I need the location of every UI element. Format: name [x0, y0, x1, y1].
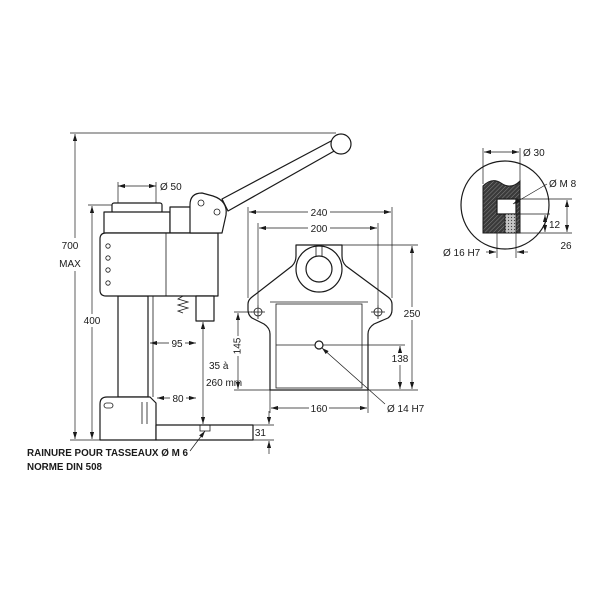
note-block: RAINURE POUR TASSEAUX Ø M 6 NORME DIN 50… [27, 430, 206, 473]
bore-extension-lines [496, 233, 517, 258]
dim-31-value: 31 [255, 428, 267, 439]
press-side-view: 700 MAX 400 Ø 50 95 80 35 à 260 mm 31 [59, 132, 352, 454]
dim-95-label-backdrop [169, 336, 185, 349]
toggle-pivot [213, 208, 221, 216]
return-spring [176, 295, 190, 314]
height-value: 400 [84, 316, 101, 327]
stroke-value-line2: 260 mm [206, 378, 242, 389]
table-face [275, 303, 363, 389]
toggle-link-plate [189, 192, 227, 234]
center-bore [314, 340, 324, 350]
dim-160-extension-lines [269, 390, 369, 413]
dim-250-label-backdrop [402, 307, 423, 320]
dim-138-label-backdrop [390, 353, 411, 365]
dim-12-value: 12 [549, 220, 561, 231]
dim-31-extension-lines [253, 424, 274, 441]
height-label-backdrop [82, 314, 102, 327]
slot-detail-view: Ø 30 Ø M 8 12 26 Ø 16 H7 [443, 148, 577, 259]
lever-ball-knob [330, 133, 352, 155]
column-boss-bore [305, 255, 333, 283]
press-table [155, 424, 254, 441]
dim-145-extension-lines [234, 311, 270, 391]
column-diameter-extension-lines [117, 182, 157, 203]
dim-200-label-backdrop [308, 221, 330, 234]
column-diameter-value: Ø 50 [160, 182, 182, 193]
dim-250-extension-lines [342, 244, 418, 391]
mounting-hole-left-crosshair [251, 305, 265, 319]
dim-240-label-backdrop [308, 205, 330, 218]
dim-80-label-backdrop [170, 391, 186, 404]
thread-value: Ø M 8 [549, 179, 577, 190]
dim-250-value: 250 [404, 309, 421, 320]
detail-bore-section [504, 213, 517, 234]
base-web-lines [141, 402, 148, 424]
dim-240-extension-lines [247, 207, 393, 298]
dim-95-value: 95 [171, 339, 183, 350]
note-line-2: NORME DIN 508 [27, 462, 102, 473]
base-mounting-slot [103, 402, 114, 409]
head-clamp-screw [105, 280, 111, 286]
stroke-value-line1: 35 à [209, 361, 229, 372]
ram [195, 295, 215, 322]
column [117, 295, 149, 398]
detail-thread-cutout [496, 198, 517, 215]
head-body [99, 232, 219, 297]
max-height-suffix: MAX [59, 259, 81, 270]
head-clamp-screw [105, 255, 111, 261]
mounting-hole-right-crosshair [371, 305, 385, 319]
toggle-pivot [197, 199, 205, 207]
operating-lever [221, 139, 337, 212]
detail-diameter-extension-lines [482, 148, 521, 184]
note-line-1: RAINURE POUR TASSEAUX Ø M 6 [27, 448, 188, 459]
dim-138-value: 138 [392, 354, 409, 365]
bore-value: Ø 16 H7 [443, 248, 481, 259]
t-slot-leader-line [189, 430, 206, 452]
head-upper-block [103, 211, 171, 234]
dim-145-value: 145 [233, 337, 244, 354]
dim-80-value: 80 [172, 394, 184, 405]
column-boss-slit [315, 246, 323, 256]
max-height-value: 700 [62, 241, 79, 252]
dim-160-value: 160 [311, 404, 328, 415]
thread-leader-line [512, 183, 548, 205]
dim-240-value: 240 [311, 208, 328, 219]
detail-diameter-value: Ø 30 [523, 148, 545, 159]
dim-200-extension-lines [257, 223, 379, 305]
center-bore-leader-line [321, 347, 386, 405]
head-clamp-screw [105, 267, 111, 273]
head-clamp-screw [105, 243, 111, 249]
dim-200-value: 200 [311, 224, 328, 235]
detail-depth-extension-lines [516, 198, 572, 234]
max-height-label-backdrop [60, 238, 82, 271]
center-bore-value: Ø 14 H7 [387, 404, 425, 415]
dim-145-label-backdrop [232, 336, 244, 356]
dim-160-label-backdrop [309, 402, 329, 414]
dim-26-value: 26 [560, 241, 572, 252]
base-foot [99, 396, 157, 441]
table-top-view: 240 200 250 138 145 160 Ø 14 H7 [232, 205, 425, 415]
